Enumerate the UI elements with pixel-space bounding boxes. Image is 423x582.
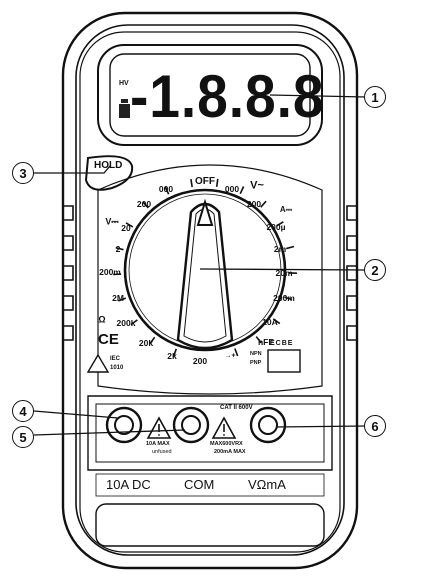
dca-symbol: A⎓ bbox=[279, 205, 293, 214]
jack-com[interactable] bbox=[172, 406, 210, 444]
dial-tick bbox=[149, 336, 156, 345]
jack-label-10a-dc: 10A DC bbox=[106, 477, 151, 492]
acv-symbol: V~ bbox=[250, 179, 264, 192]
dial-tick bbox=[260, 200, 267, 208]
dial-tick bbox=[172, 348, 178, 357]
ohm-symbol: Ω bbox=[98, 314, 106, 325]
lcd-screen bbox=[109, 53, 311, 137]
tilt-stand bbox=[95, 503, 325, 547]
callout-1: 1 bbox=[364, 86, 386, 108]
callout-6: 6 bbox=[364, 415, 386, 437]
dial-tick bbox=[215, 178, 219, 187]
dial-range-diode: →+ bbox=[224, 352, 236, 360]
dial-range-ohm-2k: 2k bbox=[167, 350, 177, 361]
dial-range-dca-2m: 2m bbox=[273, 243, 287, 254]
warning-max600: MAX600VRX bbox=[210, 441, 243, 447]
dial-range-acv-750: 000 bbox=[224, 183, 240, 194]
right-grip bbox=[346, 205, 357, 341]
warning-unfused: unfused bbox=[152, 449, 172, 455]
dial-tick bbox=[239, 186, 245, 195]
npn-label: NPN bbox=[250, 351, 262, 357]
dial-tick bbox=[115, 246, 124, 251]
cat-rating: CAT II 600V bbox=[220, 405, 253, 411]
dial-range-dca-10a: 10A bbox=[262, 316, 278, 327]
dial-tick bbox=[255, 336, 262, 344]
dial-tick bbox=[130, 319, 138, 326]
dial-pointer-icon bbox=[196, 198, 214, 226]
dial-tick bbox=[190, 178, 193, 188]
callout-5: 5 bbox=[12, 426, 34, 448]
dial-range-dcv-1000: 000 bbox=[158, 183, 174, 194]
dial-ticks bbox=[113, 178, 297, 357]
dial-tick bbox=[286, 245, 295, 250]
iec-number: 1010 bbox=[110, 365, 124, 371]
pnp-label: PNP bbox=[250, 360, 262, 366]
dial-tick bbox=[118, 297, 127, 302]
jack-vohma[interactable] bbox=[249, 406, 287, 444]
dial-range-ohm-200k: 200k bbox=[116, 317, 136, 328]
dial-range-dca-200u: 200µ bbox=[266, 221, 286, 232]
dial-off-label: OFF bbox=[195, 176, 215, 187]
callout-2: 2 bbox=[364, 259, 386, 281]
jack-label-vohma: VΩmA bbox=[248, 477, 286, 492]
dial-tick bbox=[142, 201, 149, 209]
dial-tick bbox=[284, 296, 293, 301]
dial-range-acv-200: 200 bbox=[246, 198, 262, 209]
dial-range-ohm-2m: 2M bbox=[112, 292, 124, 303]
warning-icon-small bbox=[86, 353, 110, 373]
jack-label-com: COM bbox=[184, 477, 215, 492]
hfe-socket bbox=[267, 349, 301, 373]
ce-mark: CE bbox=[98, 331, 119, 348]
dial-range-dca-20m: 20m bbox=[275, 267, 293, 278]
leader-lines bbox=[33, 94, 367, 436]
dial-range-ohm-20k: 20k bbox=[138, 337, 154, 348]
dial-tick bbox=[164, 186, 170, 195]
dial-tick bbox=[234, 348, 239, 357]
dial-tick bbox=[276, 221, 284, 227]
dial-range-ohm-200: 200 bbox=[192, 355, 208, 366]
hold-button[interactable]: HOLD bbox=[94, 160, 123, 171]
dial-range-hfe: hFE bbox=[257, 336, 275, 347]
callout-4: 4 bbox=[12, 400, 34, 422]
lcd-reading: -1.8.8.8 bbox=[130, 63, 325, 130]
dial-range-dcv-200: 200 bbox=[136, 198, 152, 209]
dial-tick bbox=[125, 222, 134, 228]
hfe-pin-labels: ECBE bbox=[270, 340, 294, 347]
battery-icon bbox=[119, 104, 130, 118]
dial-panel bbox=[97, 164, 323, 395]
dial-range-dca-200m: 200m bbox=[273, 292, 295, 303]
warning-200ma-max: 200mA MAX bbox=[214, 449, 246, 455]
warning-10a-max: 10A MAX bbox=[146, 441, 170, 447]
jack-label-strip bbox=[95, 473, 325, 497]
jack-10a[interactable] bbox=[105, 406, 143, 444]
dial-range-dcv-2: 2 bbox=[115, 243, 121, 254]
dcv-symbol: V⎓ bbox=[105, 216, 119, 227]
iec-label: IEC bbox=[110, 356, 121, 362]
dial-tick bbox=[272, 318, 281, 325]
left-grip bbox=[63, 205, 74, 341]
dial-range-dcv-20: 20 bbox=[121, 222, 131, 233]
holster-inner-outline bbox=[75, 24, 345, 556]
hv-indicator: HV bbox=[119, 80, 129, 87]
rotary-dial-handle[interactable] bbox=[176, 202, 234, 350]
dial-range-dcv-200m: 200m bbox=[99, 266, 121, 277]
callout-3: 3 bbox=[12, 162, 34, 184]
